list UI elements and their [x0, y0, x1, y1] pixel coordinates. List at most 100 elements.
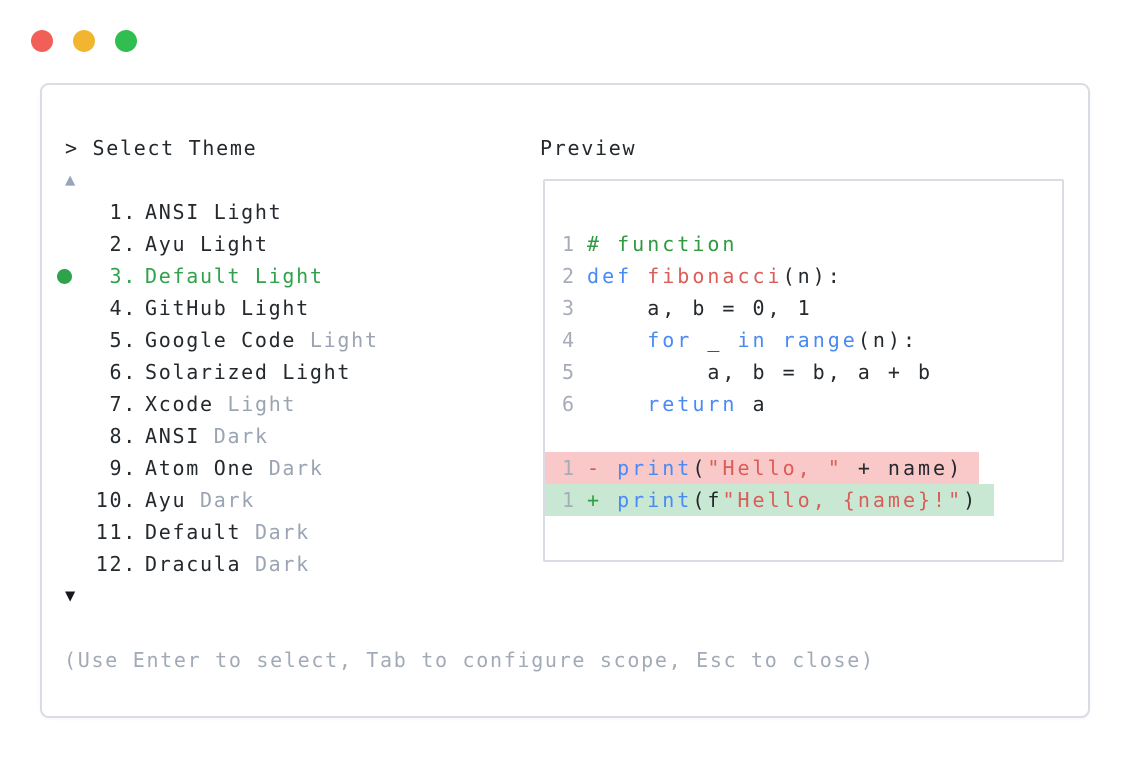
- code-token: -: [587, 456, 618, 480]
- close-button[interactable]: [31, 30, 53, 52]
- theme-option-number: 12.: [95, 552, 137, 576]
- theme-option-name: Solarized Light: [145, 360, 352, 384]
- code-token: a, b = 0, 1: [587, 296, 813, 320]
- theme-option-number: 4.: [109, 296, 137, 320]
- theme-picker-panel: > Select Theme ▲ 1. ANSI Light 2. Ayu Light…: [40, 83, 1090, 718]
- diff-added-line: 1+ print(f"Hello, {name}!"): [545, 484, 995, 516]
- theme-option-name: Google Code Light: [145, 328, 379, 352]
- code-token: (f: [692, 488, 723, 512]
- code-token: a, b = b, a + b: [587, 360, 933, 384]
- code-token: # function: [587, 232, 738, 256]
- theme-option-name: Dracula Dark: [145, 552, 310, 576]
- code-token: (n):: [782, 264, 843, 288]
- theme-option-number: 7.: [109, 392, 137, 416]
- code-token: return: [647, 392, 738, 416]
- code-token: _: [692, 328, 738, 352]
- selected-bullet-icon: [57, 269, 72, 284]
- theme-option-name: Default Light: [145, 264, 324, 288]
- code-token: [587, 328, 647, 352]
- help-text: (Use Enter to select, Tab to configure s…: [64, 648, 875, 672]
- code-token: print: [617, 456, 693, 480]
- code-token: + name): [842, 456, 964, 480]
- theme-option-number: 8.: [109, 424, 137, 448]
- code-token: [587, 392, 647, 416]
- code-line: 6 return a: [545, 388, 1062, 420]
- theme-option-variant: Dark: [254, 552, 310, 576]
- code-token: "Hello, {name}!": [722, 488, 964, 512]
- theme-option[interactable]: 6. Solarized Light: [42, 356, 522, 388]
- code-token: [768, 328, 783, 352]
- theme-option-variant: Dark: [199, 488, 255, 512]
- line-number: 4: [562, 328, 578, 352]
- window-controls: [31, 30, 137, 52]
- theme-option-variant: Dark: [268, 456, 324, 480]
- theme-option[interactable]: 4. GitHub Light: [42, 292, 522, 324]
- theme-option[interactable]: 7. Xcode Light: [42, 388, 522, 420]
- scroll-up-indicator[interactable]: ▲: [65, 170, 76, 190]
- theme-option-number: 3.: [109, 264, 137, 288]
- theme-option-name: ANSI Dark: [145, 424, 269, 448]
- theme-option[interactable]: 9. Atom One Dark: [42, 452, 522, 484]
- line-number: 1: [562, 232, 578, 256]
- code-token: a: [737, 392, 768, 416]
- maximize-button[interactable]: [115, 30, 137, 52]
- code-token: for: [647, 328, 693, 352]
- code-token: ): [963, 488, 979, 512]
- theme-list: 1. ANSI Light 2. Ayu Light 3. Default Light 4.…: [42, 196, 522, 580]
- theme-option[interactable]: 5. Google Code Light: [42, 324, 522, 356]
- theme-option-number: 10.: [95, 488, 137, 512]
- code-token: (: [692, 456, 708, 480]
- code-line: 5 a, b = b, a + b: [545, 356, 1062, 388]
- preview-label: Preview: [540, 136, 637, 160]
- theme-option-name: Ayu Light: [145, 232, 269, 256]
- theme-option-name: Ayu Dark: [145, 488, 255, 512]
- theme-option-number: 6.: [109, 360, 137, 384]
- line-number: 3: [562, 296, 578, 320]
- code-token: [632, 264, 647, 288]
- scroll-down-indicator[interactable]: ▼: [65, 586, 76, 606]
- theme-prompt: > Select Theme: [65, 136, 258, 160]
- theme-option[interactable]: 10. Ayu Dark: [42, 484, 522, 516]
- theme-option[interactable]: 11. Default Dark: [42, 516, 522, 548]
- theme-option-name: Atom One Dark: [145, 456, 324, 480]
- code-token: range: [782, 328, 858, 352]
- theme-option-number: 2.: [109, 232, 137, 256]
- theme-option-variant: Dark: [213, 424, 269, 448]
- theme-option-number: 9.: [109, 456, 137, 480]
- theme-option-name: Xcode Light: [145, 392, 297, 416]
- line-number: 6: [562, 392, 578, 416]
- blank-line: [545, 420, 1062, 452]
- theme-option-variant: Dark: [254, 520, 310, 544]
- minimize-button[interactable]: [73, 30, 95, 52]
- line-number: 1: [562, 456, 578, 480]
- theme-option[interactable]: 3. Default Light: [42, 260, 522, 292]
- theme-option-number: 1.: [109, 200, 137, 224]
- code-token: +: [587, 488, 618, 512]
- code-line: 4 for _ in range(n):: [545, 324, 1062, 356]
- code-token: (n):: [857, 328, 918, 352]
- theme-option-variant: Light: [309, 328, 379, 352]
- line-number: 5: [562, 360, 578, 384]
- theme-option-number: 11.: [95, 520, 137, 544]
- theme-option-name: GitHub Light: [145, 296, 310, 320]
- theme-option[interactable]: 8. ANSI Dark: [42, 420, 522, 452]
- theme-option-name: Default Dark: [145, 520, 310, 544]
- code-token: print: [617, 488, 693, 512]
- code-line: 3 a, b = 0, 1: [545, 292, 1062, 324]
- code-token: def: [587, 264, 633, 288]
- theme-option-name: ANSI Light: [145, 200, 283, 224]
- code-token: "Hello, ": [707, 456, 843, 480]
- diff-removed-line: 1- print("Hello, " + name): [545, 452, 980, 484]
- theme-option[interactable]: 12. Dracula Dark: [42, 548, 522, 580]
- line-number: 2: [562, 264, 578, 288]
- code-line: 1 # function: [545, 228, 1062, 260]
- theme-option[interactable]: 1. ANSI Light: [42, 196, 522, 228]
- theme-option[interactable]: 2. Ayu Light: [42, 228, 522, 260]
- code-token: in: [737, 328, 768, 352]
- theme-option-number: 5.: [109, 328, 137, 352]
- theme-option-variant: Light: [227, 392, 297, 416]
